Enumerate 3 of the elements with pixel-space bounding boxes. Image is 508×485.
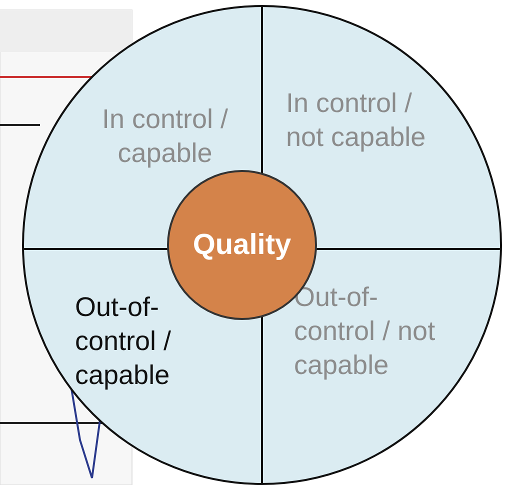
quadrant-label: In control / not capable [286, 86, 456, 154]
quadrant-label: Out-of-control / capable [75, 290, 225, 392]
quadrant-label: In control / capable [80, 102, 250, 170]
